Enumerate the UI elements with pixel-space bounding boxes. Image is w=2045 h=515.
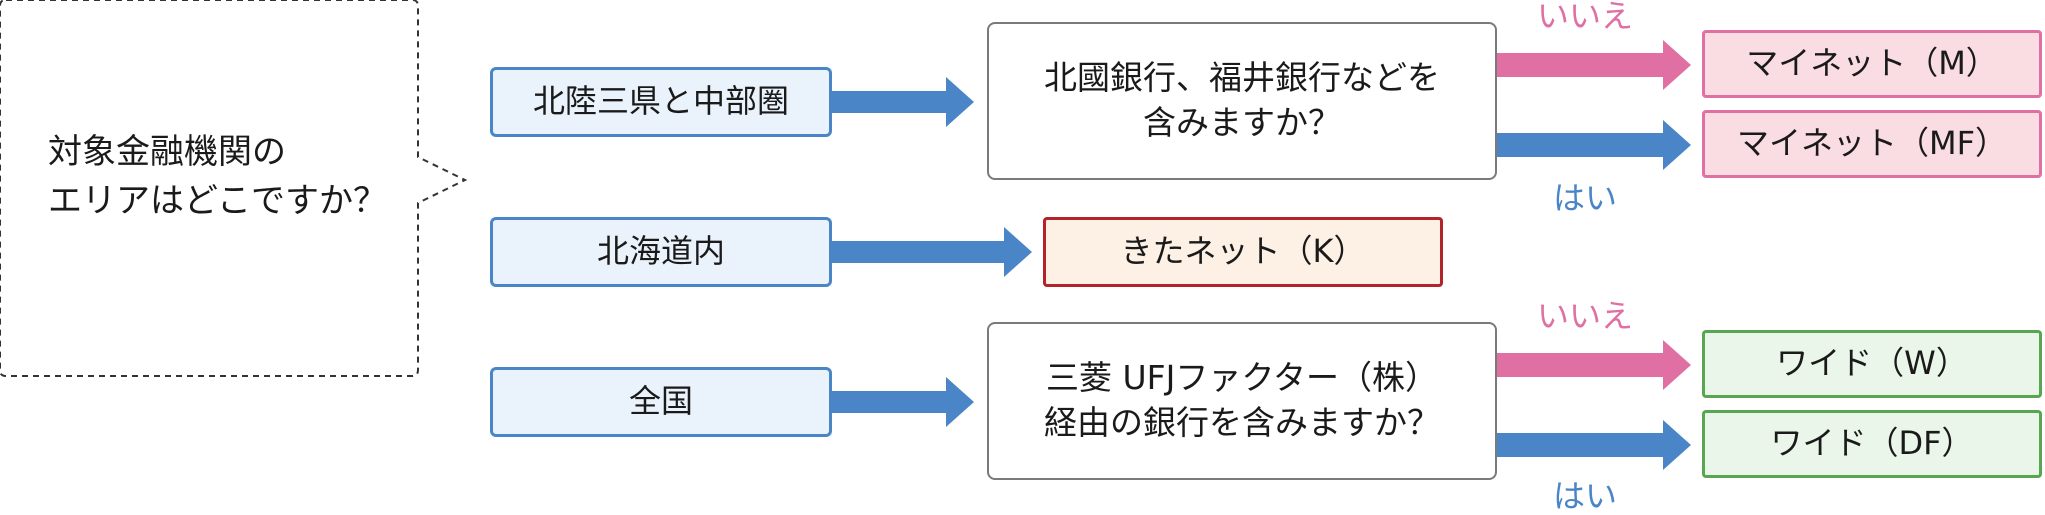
result-mynet-m: マイネット（M） <box>1702 30 2042 98</box>
arrow-hokkaido-to-kitanet <box>832 227 1032 277</box>
branch-label-no-bottom: いいえ <box>1537 297 1634 335</box>
arrow-nationwide-to-decision <box>832 377 974 427</box>
area-question-text: 対象金融機関の エリアはどこですか？ <box>48 132 387 222</box>
region-nationwide: 全国 <box>490 367 832 437</box>
decision-mitsubishi-ufj: 三菱 UFJファクター（株） 経由の銀行を含みますか？ <box>987 322 1497 480</box>
arrow-yes-to-wide-df <box>1497 420 1691 470</box>
arrow-hokuriku-to-decision <box>832 77 974 127</box>
decision-hokkoku-fukui: 北國銀行、福井銀行などを 含みますか？ <box>987 22 1497 180</box>
region-hokkaido: 北海道内 <box>490 217 832 287</box>
arrow-no-to-wide-w <box>1497 340 1691 390</box>
result-wide-df: ワイド（DF） <box>1702 410 2042 478</box>
region-hokuriku-chubu: 北陸三県と中部圏 <box>490 67 832 137</box>
arrow-no-to-mynet-m <box>1497 40 1691 90</box>
callout-shape <box>0 0 468 377</box>
branch-label-yes-top: はい <box>1553 179 1618 217</box>
arrow-yes-to-mynet-mf <box>1497 120 1691 170</box>
branch-label-yes-bottom: はい <box>1553 477 1618 515</box>
result-wide-w: ワイド（W） <box>1702 330 2042 398</box>
area-question-callout: 対象金融機関の エリアはどこですか？ <box>0 0 468 377</box>
result-mynet-mf: マイネット（MF） <box>1702 110 2042 178</box>
result-kitanet-k: きたネット（K） <box>1043 217 1443 287</box>
branch-label-no-top: いいえ <box>1537 0 1634 35</box>
